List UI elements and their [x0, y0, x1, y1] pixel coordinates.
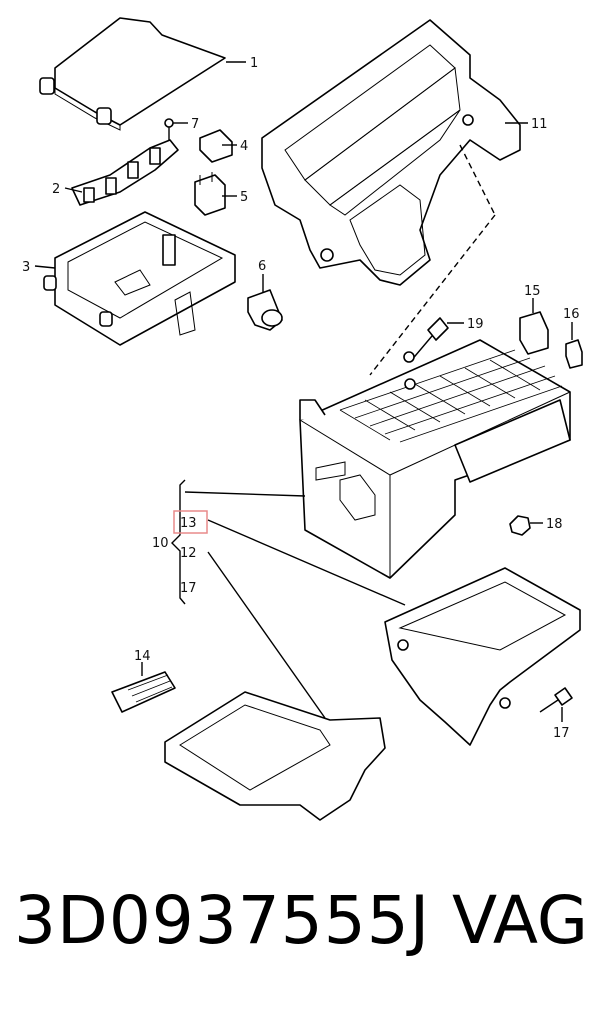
part-fuse-box-base	[43, 211, 236, 346]
exploded-parts-diagram: 1 2 3 4 5 6 7 10 11 12 13 14 15 16 17 17…	[22, 17, 583, 821]
callout-13-highlight	[173, 510, 208, 534]
part-bracket	[261, 19, 521, 286]
callout-4: 4	[240, 139, 248, 154]
part-grommet	[247, 289, 283, 331]
callout-6: 6	[258, 259, 266, 274]
part-connector-14	[111, 671, 176, 713]
callout-19: 19	[467, 317, 484, 332]
part-tray-12	[164, 691, 386, 821]
callout-17b: 17	[553, 726, 570, 741]
callout-2: 2	[52, 182, 60, 197]
callout-7: 7	[191, 117, 199, 132]
part-fuse-15	[519, 311, 549, 355]
part-fuse-small	[199, 129, 233, 163]
callout-17a: 17	[180, 581, 197, 596]
part-cover	[39, 17, 226, 131]
leader-12	[207, 551, 326, 719]
callout-1: 1	[250, 56, 258, 71]
callout-11: 11	[531, 117, 548, 132]
callout-13: 13	[180, 516, 197, 531]
leader-3	[34, 265, 56, 269]
part-relay-holder	[194, 172, 226, 216]
callout-3: 3	[22, 260, 30, 275]
leader-2	[64, 187, 83, 193]
callout-12: 12	[180, 546, 197, 561]
part-fuse-16	[565, 339, 583, 369]
callout-18: 18	[546, 517, 563, 532]
callout-16: 16	[563, 307, 580, 322]
leader-10-main	[184, 491, 306, 497]
part-tray-13	[384, 567, 581, 746]
callout-14: 14	[134, 649, 151, 664]
leader-13	[207, 519, 406, 606]
group-bracket-10	[171, 479, 186, 605]
dash-line-11b	[369, 214, 496, 376]
callout-5: 5	[240, 190, 248, 205]
part-main-module	[299, 339, 571, 579]
brand-label: VAG	[452, 882, 589, 959]
dash-line-11a	[459, 144, 496, 216]
part-number: 3D0937555J	[14, 882, 431, 959]
callout-15: 15	[524, 284, 541, 299]
part-relay-strip	[71, 139, 179, 206]
part-nut-18	[509, 515, 531, 536]
part-screw-7	[164, 118, 174, 140]
callout-10: 10	[152, 536, 169, 551]
part-screw-17	[539, 687, 573, 713]
part-bolt-19	[409, 317, 449, 363]
